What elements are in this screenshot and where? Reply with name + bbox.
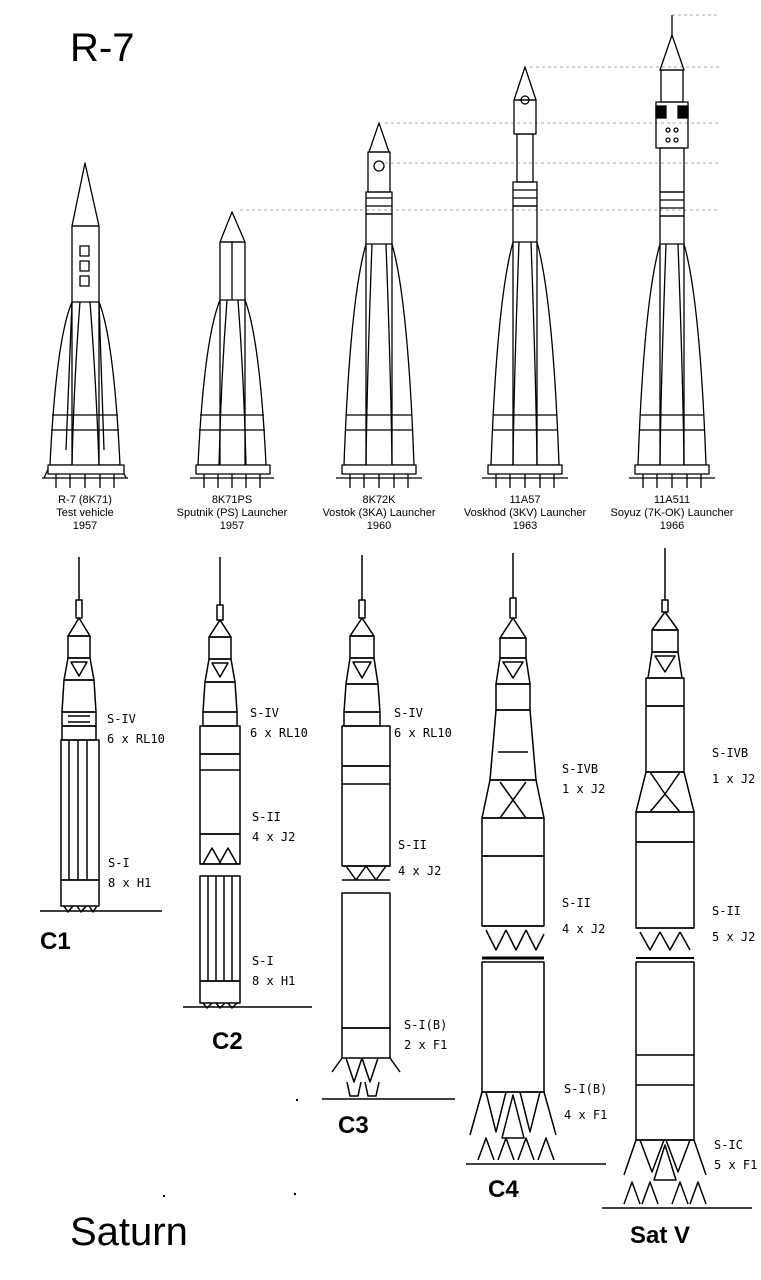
r7-family [42,14,720,488]
c4-name: C4 [488,1176,519,1203]
rocket-saturn-c1 [40,557,162,913]
satv-name: Sat V [630,1222,691,1249]
c1-name: C1 [40,928,71,955]
rocket-r7-8k72k [336,122,422,488]
c2-name: C2 [212,1028,243,1055]
c3-name: C3 [338,1112,369,1139]
rocket-r7-11a511 [629,15,715,488]
rocket-saturn-c2 [183,557,312,1009]
r7-title: R-7 [70,26,135,70]
height-reference-lines [240,14,720,211]
rocket-saturn-c3 [322,555,455,1100]
saturn-title: Saturn [70,1210,188,1254]
c4-stage-s-ib-label: S-I(B)4 x F1 [564,1082,608,1122]
rocket-r7-8k71 [42,162,128,488]
rocket-saturn-v [602,548,752,1209]
rocket-r7-11a57 [482,66,568,488]
rocket-r7-8k71ps [190,211,274,488]
stray-dots [163,1099,298,1197]
saturn-family [40,548,752,1209]
rocket-saturn-c4 [466,553,606,1165]
c3-stage-s-ib-label: S-I(B)2 x F1 [404,1018,448,1052]
